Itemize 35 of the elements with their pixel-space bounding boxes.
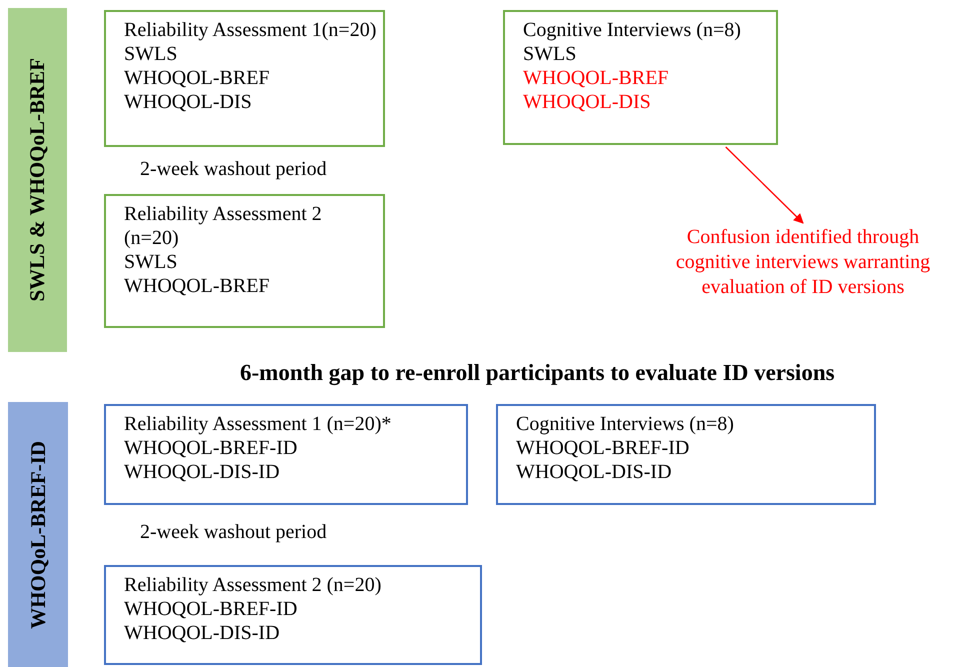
instrument-name: WHOQOL-DIS-ID bbox=[124, 621, 280, 645]
box-heading: Cognitive Interviews (n=8) bbox=[523, 18, 741, 42]
box-heading: Cognitive Interviews (n=8) bbox=[516, 412, 734, 436]
section-band bbox=[8, 8, 67, 352]
instrument-name: WHOQOL-DIS-ID bbox=[516, 460, 672, 484]
section-heading: 6-month gap to re-enroll participants to evaluate ID versions bbox=[240, 360, 835, 386]
process-box bbox=[104, 10, 385, 147]
instrument-name: WHOQOL-DIS-ID bbox=[124, 460, 280, 484]
process-box bbox=[503, 10, 778, 145]
section-band bbox=[8, 402, 68, 667]
instrument-name: WHOQOL-BREF-ID bbox=[516, 436, 690, 460]
instrument-name: SWLS bbox=[523, 42, 576, 66]
process-box bbox=[104, 194, 385, 328]
instrument-name: WHOQOL-DIS bbox=[124, 90, 252, 114]
box-heading: Reliability Assessment 2 (n=20) bbox=[124, 202, 323, 250]
box-heading: Reliability Assessment 2 (n=20) bbox=[124, 573, 382, 597]
process-box bbox=[104, 565, 482, 665]
interval-note: 2-week washout period bbox=[140, 158, 327, 181]
section-title: WHOQoL-BREF-ID bbox=[26, 440, 50, 628]
instrument-name: WHOQOL-BREF bbox=[124, 274, 270, 298]
box-heading: Reliability Assessment 1(n=20) bbox=[124, 18, 376, 42]
arrow bbox=[725, 146, 804, 224]
instrument-name: WHOQOL-BREF-ID bbox=[124, 436, 298, 460]
instrument-name: WHOQOL-BREF bbox=[523, 66, 669, 90]
section-title: SWLS & WHOQoL-BREF bbox=[25, 58, 50, 302]
instrument-name: SWLS bbox=[124, 250, 178, 274]
instrument-name: WHOQOL-BREF-ID bbox=[124, 597, 298, 621]
interval-note: 2-week washout period bbox=[140, 521, 327, 544]
instrument-name: SWLS bbox=[124, 42, 178, 66]
process-box bbox=[496, 404, 876, 505]
instrument-name: WHOQOL-DIS bbox=[523, 90, 651, 114]
box-heading: Reliability Assessment 1 (n=20)* bbox=[124, 412, 392, 436]
annotation-text: Confusion identified through cognitive interviews warranting evaluation of ID versions bbox=[676, 226, 930, 298]
process-box bbox=[104, 404, 468, 505]
instrument-name: WHOQOL-BREF bbox=[124, 66, 270, 90]
